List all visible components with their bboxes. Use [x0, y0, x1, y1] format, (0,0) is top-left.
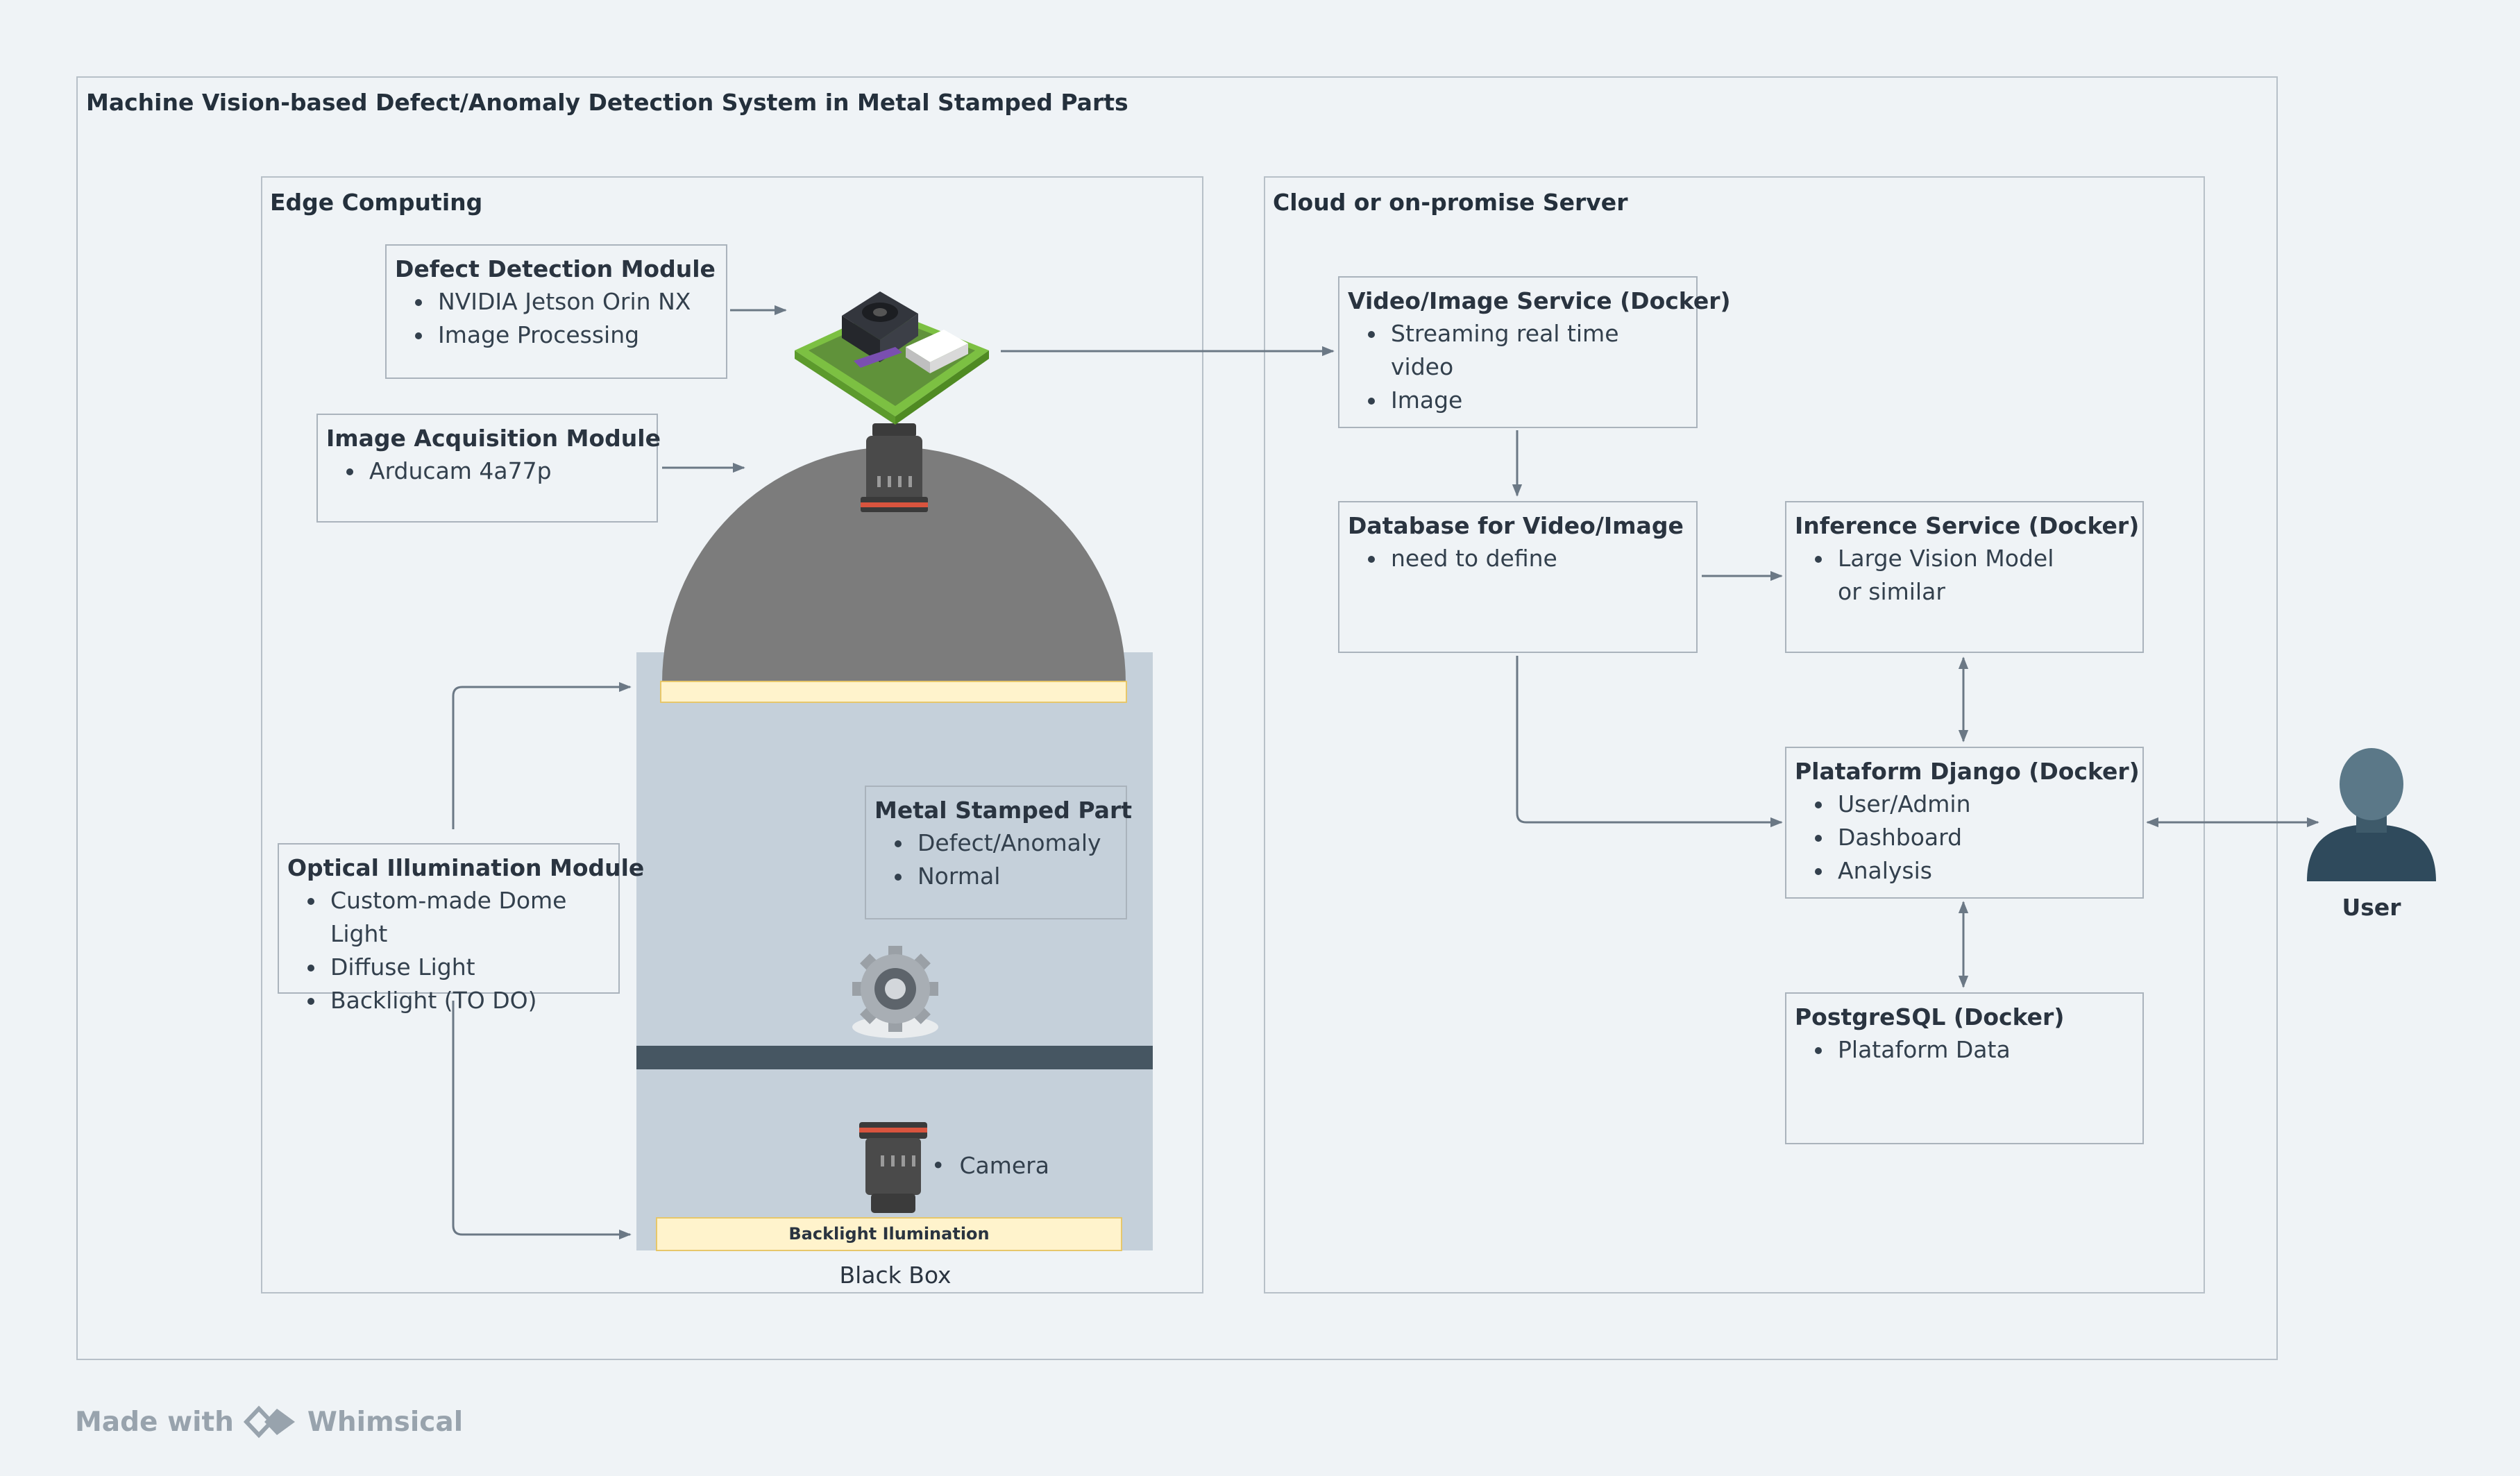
cloud-server-title: Cloud or on-promise Server: [1273, 189, 1628, 216]
user-icon: [2307, 748, 2436, 881]
video-service-title: Video/Image Service (Docker): [1348, 287, 1731, 314]
optical-module-item: Diffuse Light: [326, 951, 610, 984]
acquisition-module-title: Image Acquisition Module: [326, 425, 661, 452]
inference-title: Inference Service (Docker): [1795, 512, 2140, 539]
arducam-icon: [861, 423, 928, 512]
camera-label: • Camera: [931, 1152, 1049, 1179]
black-box-label: Black Box: [839, 1262, 952, 1289]
camera-label-bullet: •: [931, 1152, 960, 1179]
metal-part-item: Defect/Anomaly: [913, 826, 1117, 860]
edge-computing-frame: [261, 176, 1203, 1293]
defect-detection-module: Defect Detection Module NVIDIA Jetson Or…: [385, 244, 727, 379]
arrow-optical-to-dome: [452, 681, 632, 829]
bottom-camera-icon: [859, 1122, 927, 1213]
system-frame: [76, 76, 2278, 1360]
backlight-label: Backlight Ilumination: [788, 1224, 990, 1244]
optical-illumination-module: Optical Illumination Module Custom-made …: [278, 843, 645, 1014]
postgresql-service: PostgreSQL (Docker) Plataform Data: [1785, 992, 2144, 1144]
optical-module-title: Optical Illumination Module: [287, 854, 645, 881]
django-item: Analysis: [1834, 854, 2134, 888]
database-title: Database for Video/Image: [1348, 512, 1684, 539]
postgres-title: PostgreSQL (Docker): [1795, 1003, 2065, 1030]
plataform-django: Plataform Django (Docker) User/Admin Das…: [1785, 747, 2144, 899]
inference-service: Inference Service (Docker) Large Vision …: [1785, 501, 2144, 653]
dome-light-icon: [660, 447, 1127, 703]
metal-stamped-part: Metal Stamped Part Defect/Anomaly Normal: [865, 786, 1132, 919]
acquisition-module-item: Arducam 4a77p: [365, 455, 648, 488]
jetson-board-icon: [795, 291, 989, 425]
inference-item: Large Vision Model or similar: [1834, 542, 2063, 609]
database-video-image: Database for Video/Image need to define: [1338, 501, 1698, 653]
django-title: Plataform Django (Docker): [1795, 758, 2140, 785]
django-item: Dashboard: [1834, 821, 2134, 854]
optical-module-item: Custom-made Dome Light: [326, 884, 610, 951]
whimsical-brand-text: Whimsical: [307, 1406, 464, 1438]
image-acquisition-module: Image Acquisition Module Arducam 4a77p: [316, 414, 661, 523]
arrow-optical-to-backlight: [452, 1001, 632, 1240]
whimsical-logo-icon: [243, 1405, 295, 1439]
metal-part-gear-icon: [852, 946, 938, 1038]
defect-module-item: NVIDIA Jetson Orin NX: [434, 285, 718, 319]
video-image-service: Video/Image Service (Docker) Streaming r…: [1338, 276, 1731, 428]
django-item: User/Admin: [1834, 788, 2134, 821]
cloud-server-frame: [1264, 176, 2205, 1293]
defect-module-item: Image Processing: [434, 319, 718, 352]
optical-module-item: Backlight (TO DO): [326, 984, 610, 1017]
made-with-footer[interactable]: Made with Whimsical: [75, 1402, 463, 1442]
metal-part-item: Normal: [913, 860, 1117, 893]
system-title: Machine Vision-based Defect/Anomaly Dete…: [86, 89, 1128, 116]
backlight-strip: [656, 1217, 1122, 1251]
database-item: need to define: [1387, 542, 1688, 575]
camera-label-text: Camera: [959, 1152, 1049, 1179]
arrow-database-to-django: [1516, 656, 1783, 828]
part-stage: [636, 1046, 1153, 1069]
video-service-item: Streaming real time video: [1387, 317, 1688, 384]
metal-part-title: Metal Stamped Part: [874, 797, 1132, 824]
defect-module-title: Defect Detection Module: [395, 255, 716, 282]
video-service-item: Image: [1387, 384, 1688, 417]
postgres-item: Plataform Data: [1834, 1033, 2134, 1067]
made-with-text: Made with: [75, 1406, 234, 1438]
user-label: User: [2342, 894, 2401, 921]
connectors: [452, 305, 2319, 1240]
edge-computing-title: Edge Computing: [270, 189, 483, 216]
